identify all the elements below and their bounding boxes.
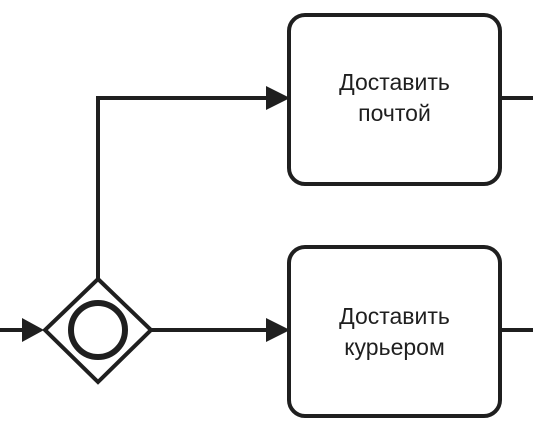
task-label-line2: почтой bbox=[358, 100, 431, 126]
arrowhead-icon bbox=[266, 86, 290, 110]
task-label-line1: Доставить bbox=[339, 303, 450, 329]
task-label-line1: Доставить bbox=[339, 69, 450, 95]
task-box bbox=[287, 245, 502, 418]
sequence-flow-to-courier-task[interactable] bbox=[151, 318, 290, 342]
sequence-flow-to-mail-task[interactable] bbox=[96, 86, 290, 279]
gateway-diamond-icon bbox=[42, 276, 154, 385]
incoming-arrowhead-icon bbox=[22, 318, 44, 342]
task-deliver-by-mail[interactable]: Доставить почтой bbox=[287, 13, 502, 186]
incoming-sequence-flow[interactable] bbox=[0, 318, 44, 342]
inclusive-gateway[interactable] bbox=[42, 276, 154, 385]
task-label-line2: курьером bbox=[344, 334, 445, 360]
circle-in-diamond-icon bbox=[68, 300, 128, 360]
arrowhead-icon bbox=[266, 318, 290, 342]
task-deliver-by-courier[interactable]: Доставить курьером bbox=[287, 245, 502, 418]
